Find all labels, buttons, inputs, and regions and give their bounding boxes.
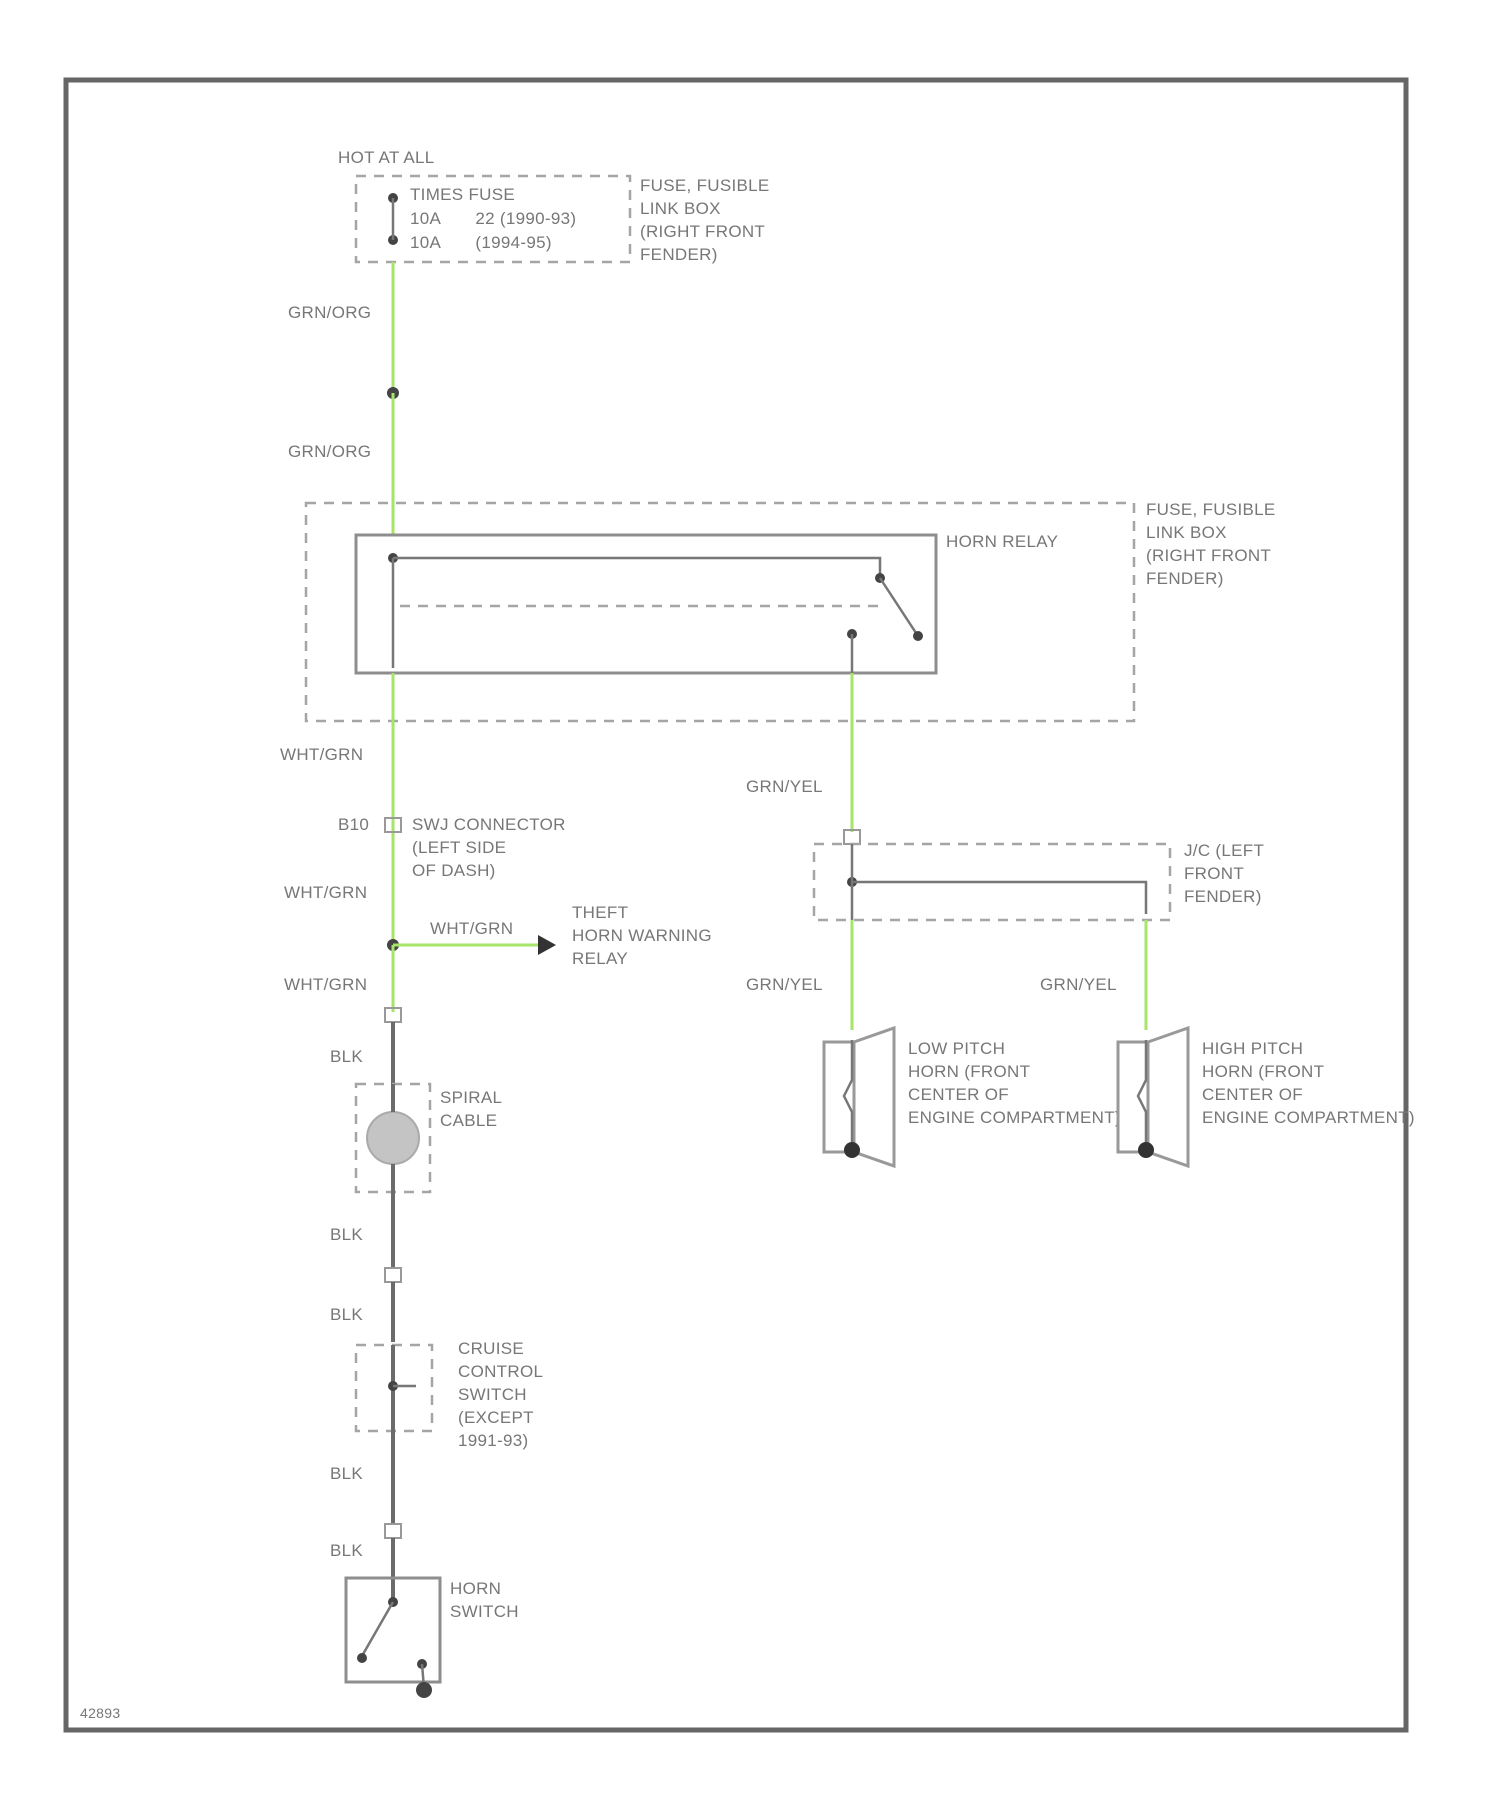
horn-switch-label-1: HORN <box>450 1579 501 1598</box>
wire-label-cruise-bottom: BLK <box>330 1464 363 1483</box>
wire-label-relay-in: GRN/ORG <box>288 442 371 461</box>
junction-label-1: J/C (LEFT <box>1184 841 1264 860</box>
connector-label-1: SWJ CONNECTOR <box>412 815 566 834</box>
wire-label-spiral-bottom: BLK <box>330 1225 363 1244</box>
horn-switch-contact <box>357 1653 367 1663</box>
relay-location-3: (RIGHT FRONT <box>1146 546 1271 565</box>
high-horn-label-1: HIGH PITCH <box>1202 1039 1303 1058</box>
theft-relay-label-2: HORN WARNING <box>572 926 712 945</box>
connector-c2 <box>385 1268 401 1282</box>
horn-relay-box <box>356 535 936 673</box>
hot-label: HOT AT ALL <box>338 148 435 167</box>
wire-label-connector-to-splice: WHT/GRN <box>284 883 367 902</box>
wire-label-cruise-top: BLK <box>330 1305 363 1324</box>
wire-label-splice-to-spiral: WHT/GRN <box>284 975 367 994</box>
wire-label-relay-to-connector: WHT/GRN <box>280 745 363 764</box>
high-horn-label-3: CENTER OF <box>1202 1085 1303 1104</box>
spiral-label-1: SPIRAL <box>440 1088 502 1107</box>
low-horn-label-4: ENGINE COMPARTMENT) <box>908 1108 1121 1127</box>
fuse-line-2: 10A (1994-95) <box>410 233 552 252</box>
wire-label-spiral-top: BLK <box>330 1047 363 1066</box>
fuse-location-4: FENDER) <box>640 245 718 264</box>
low-horn-label-2: HORN (FRONT <box>908 1062 1030 1081</box>
figure-id: 42893 <box>80 1705 120 1721</box>
cruise-label-2: CONTROL <box>458 1362 543 1381</box>
fuse-line-1: 10A 22 (1990-93) <box>410 209 576 228</box>
theft-relay-label-1: THEFT <box>572 903 628 922</box>
wire-label-high-horn: GRN/YEL <box>1040 975 1117 994</box>
wire-label-horn-switch-top: BLK <box>330 1541 363 1560</box>
connector-c3 <box>385 1524 401 1538</box>
wire-label-low-horn: GRN/YEL <box>746 975 823 994</box>
horn-relay-label: HORN RELAY <box>946 532 1058 551</box>
low-pitch-horn-icon <box>824 1028 894 1166</box>
high-horn-label-2: HORN (FRONT <box>1202 1062 1324 1081</box>
cruise-label-5: 1991-93) <box>458 1431 528 1450</box>
relay-contact-arm <box>880 578 918 636</box>
cruise-label-3: SWITCH <box>458 1385 527 1404</box>
connector-id: B10 <box>338 815 369 834</box>
relay-location-2: LINK BOX <box>1146 523 1227 542</box>
junction-bus <box>852 882 1146 914</box>
wire-label-relay-out: GRN/YEL <box>746 777 823 796</box>
times-fuse-label: TIMES FUSE <box>410 185 515 204</box>
wire-label-fuse-out: GRN/ORG <box>288 303 371 322</box>
connector-label-3: OF DASH) <box>412 861 496 880</box>
connector-label-2: (LEFT SIDE <box>412 838 506 857</box>
cruise-label-1: CRUISE <box>458 1339 524 1358</box>
theft-relay-label-3: RELAY <box>572 949 628 968</box>
fuse-location-3: (RIGHT FRONT <box>640 222 765 241</box>
relay-location-1: FUSE, FUSIBLE <box>1146 500 1276 519</box>
horn-switch-label-2: SWITCH <box>450 1602 519 1621</box>
spiral-cable-symbol <box>367 1112 419 1164</box>
connector-c4 <box>844 830 860 844</box>
fuse-location-1: FUSE, FUSIBLE <box>640 176 770 195</box>
theft-arrow-icon <box>538 935 556 955</box>
low-horn-label-3: CENTER OF <box>908 1085 1009 1104</box>
horn-switch-arm <box>362 1602 393 1656</box>
junction-label-2: FRONT <box>1184 864 1244 883</box>
high-pitch-horn-icon <box>1118 1028 1188 1166</box>
relay-contact-line <box>393 558 880 576</box>
low-horn-label-1: LOW PITCH <box>908 1039 1005 1058</box>
high-horn-label-4: ENGINE COMPARTMENT) <box>1202 1108 1415 1127</box>
relay-location-4: FENDER) <box>1146 569 1224 588</box>
fuse-location-2: LINK BOX <box>640 199 721 218</box>
ground-icon <box>416 1682 432 1698</box>
spiral-label-2: CABLE <box>440 1111 497 1130</box>
cruise-label-4: (EXCEPT <box>458 1408 534 1427</box>
junction-label-3: FENDER) <box>1184 887 1262 906</box>
relay-contact-end <box>913 631 923 641</box>
wire-label-theft-branch: WHT/GRN <box>430 919 513 938</box>
